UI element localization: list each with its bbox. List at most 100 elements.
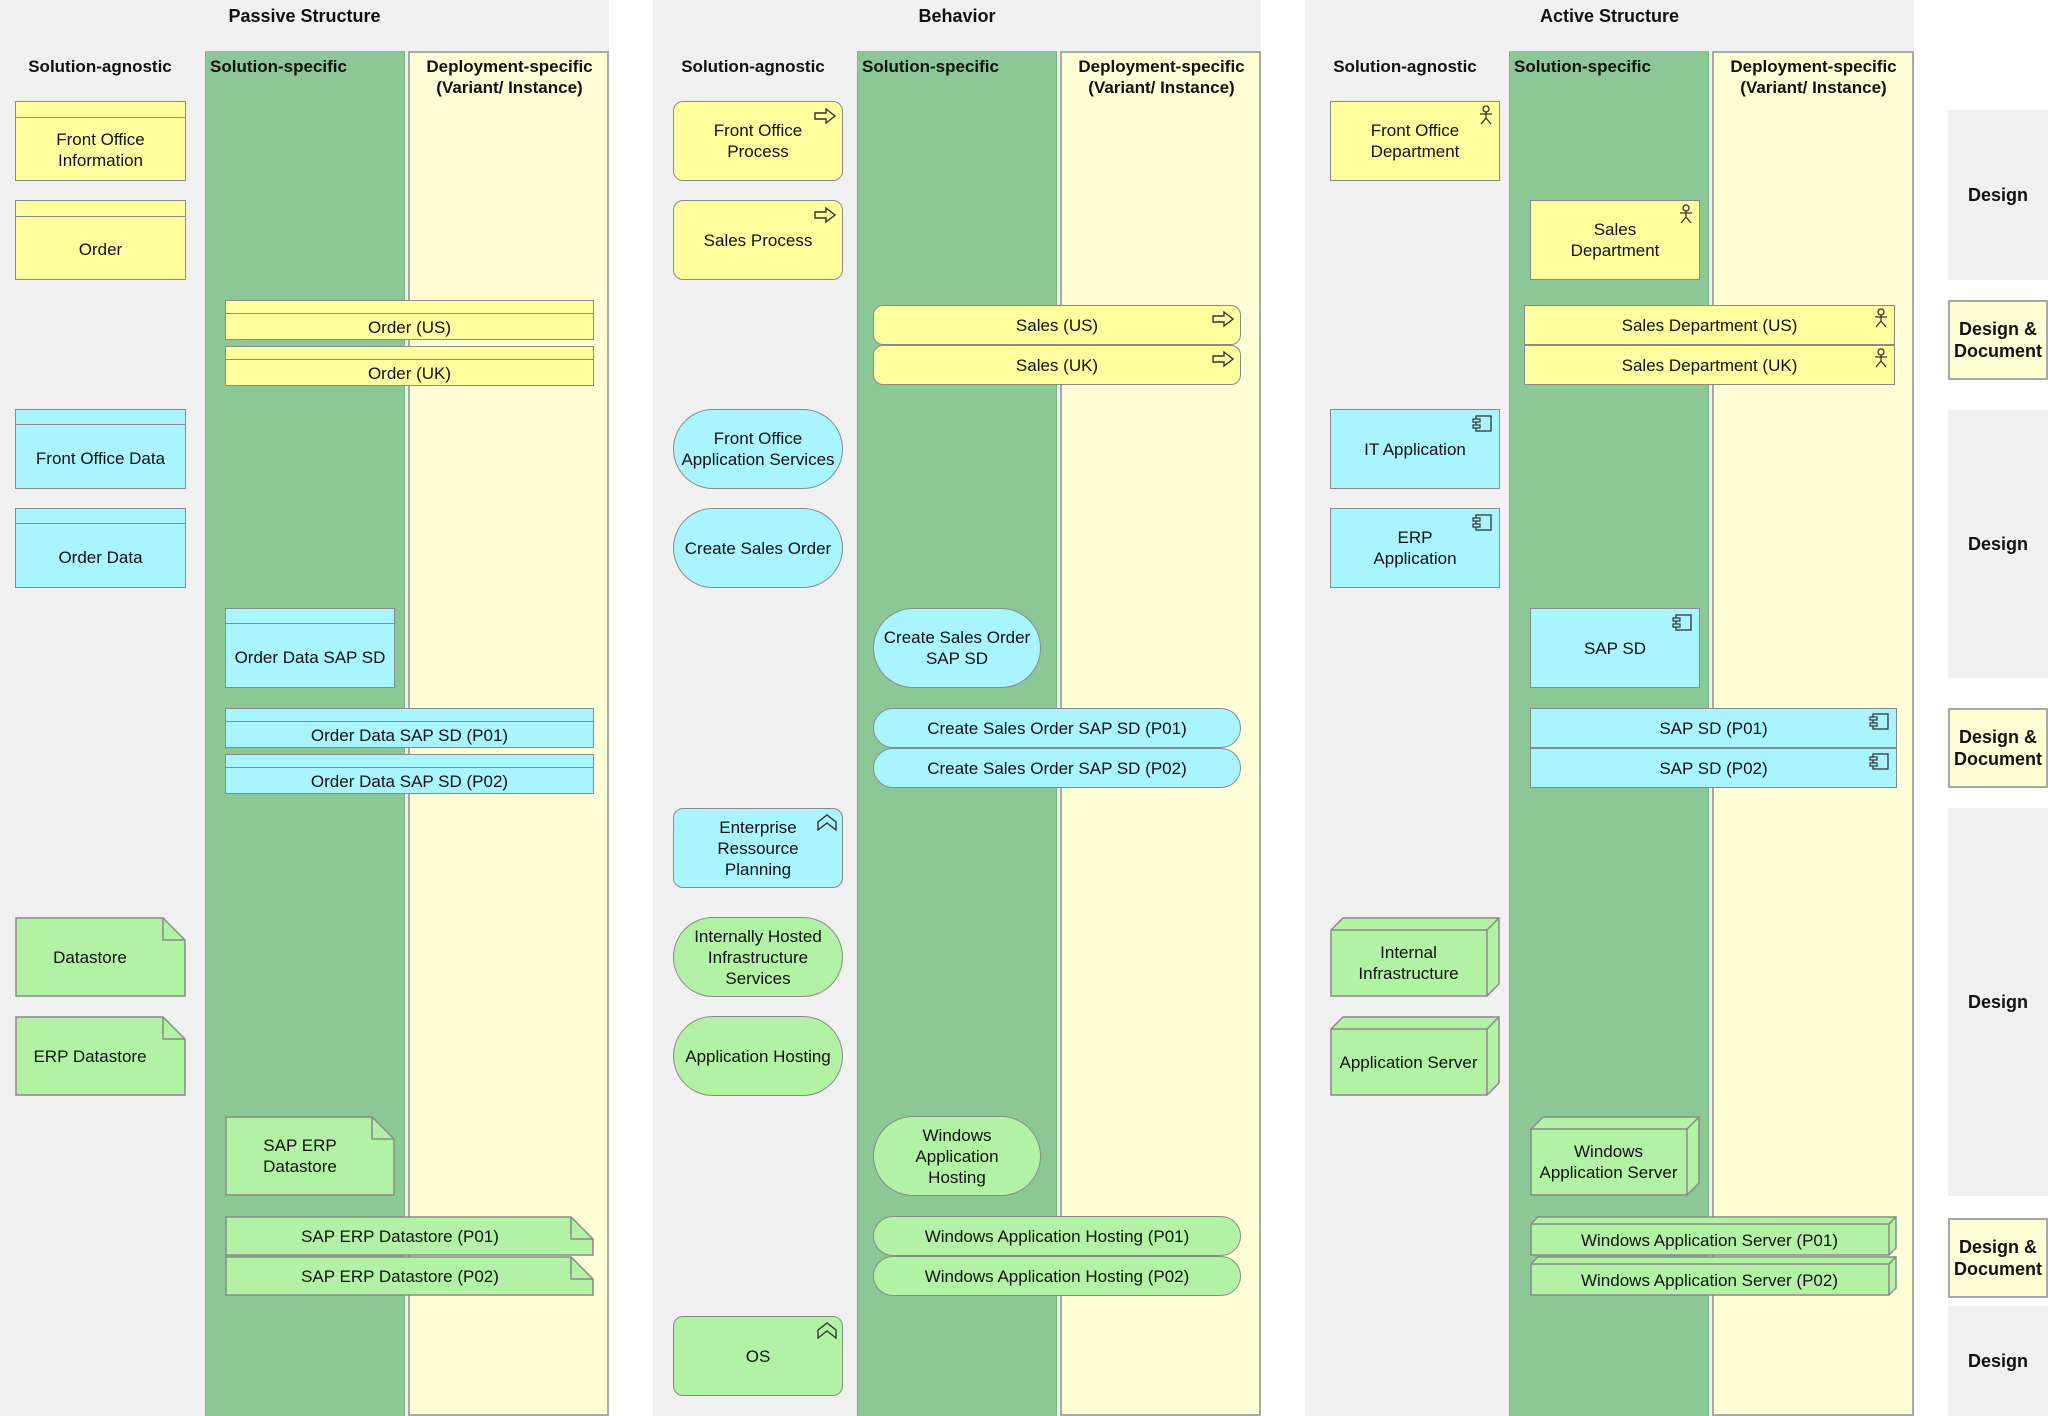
node-windows-app-server-p01[interactable]: Windows Application Server (P01) xyxy=(1530,1216,1897,1256)
element-label: Internally Hosted Infrastructure Service… xyxy=(694,926,822,988)
folded-corner-shape xyxy=(225,1256,594,1296)
business-actor-sales-department-us[interactable]: Sales Department (US) xyxy=(1524,305,1895,345)
element-label: Windows Application Hosting (P01) xyxy=(924,1226,1190,1246)
col-header-specific: Solution-specific xyxy=(862,57,999,76)
data-object-front-office-data[interactable]: Front Office Data xyxy=(15,409,186,489)
chevron-up-icon xyxy=(817,814,837,832)
business-object-order-uk[interactable]: Order (UK) xyxy=(225,346,594,386)
element-label: Order Data SAP SD xyxy=(234,647,386,667)
artifact-sap-erp-datastore[interactable]: SAP ERP Datastore xyxy=(225,1116,395,1196)
app-component-sap-sd[interactable]: SAP SD xyxy=(1530,608,1700,688)
app-service-create-sales-order[interactable]: Create Sales Order xyxy=(673,508,843,588)
tech-service-windows-app-hosting[interactable]: Windows Application Hosting xyxy=(873,1116,1041,1196)
chevron-up-icon xyxy=(817,1322,837,1340)
tech-service-windows-app-hosting-p01[interactable]: Windows Application Hosting (P01) xyxy=(873,1216,1241,1256)
col-header-deployment: Deployment-specific (Variant/ Instance) xyxy=(426,57,593,97)
business-actor-sales-department-uk[interactable]: Sales Department (UK) xyxy=(1524,345,1895,385)
app-service-front-office[interactable]: Front Office Application Services xyxy=(673,409,843,489)
element-label: ERP Datastore xyxy=(33,1046,147,1066)
element-label: Order (UK) xyxy=(367,363,452,383)
data-object-order-data[interactable]: Order Data xyxy=(15,508,186,588)
element-label: Sales Department (UK) xyxy=(1621,355,1798,375)
3d-box-shape xyxy=(1530,1256,1897,1296)
actor-icon xyxy=(1875,348,1887,368)
artifact-sap-erp-datastore-p02[interactable]: SAP ERP Datastore (P02) xyxy=(225,1256,594,1296)
section-title-active: Active Structure xyxy=(1539,6,1680,26)
object-header-line xyxy=(16,424,185,425)
element-label: Enterprise Ressource Planning xyxy=(717,817,799,879)
data-object-order-data-p02[interactable]: Order Data SAP SD (P02) xyxy=(225,754,594,794)
business-process-front-office[interactable]: Front Office Process xyxy=(673,101,843,181)
business-actor-front-office-department[interactable]: Front Office Department xyxy=(1330,101,1500,181)
actor-icon xyxy=(1875,308,1887,328)
artifact-sap-erp-datastore-p01[interactable]: SAP ERP Datastore (P01) xyxy=(225,1216,594,1256)
business-process-sales[interactable]: Sales Process xyxy=(673,200,843,280)
element-label: Front Office Application Services xyxy=(681,429,835,469)
row-label-design: Design xyxy=(1948,110,2048,280)
folded-corner-shape xyxy=(15,917,186,997)
3d-box-shape xyxy=(1530,1216,1897,1256)
element-label: SAP SD (P02) xyxy=(1659,758,1768,778)
tech-service-windows-app-hosting-p02[interactable]: Windows Application Hosting (P02) xyxy=(873,1256,1241,1296)
element-label: Sales Department (US) xyxy=(1621,315,1798,335)
artifact-datastore[interactable]: Datastore xyxy=(15,917,186,997)
component-icon xyxy=(1672,614,1692,631)
component-icon xyxy=(1869,753,1889,770)
node-windows-app-server[interactable]: Windows Application Server xyxy=(1530,1116,1700,1196)
arrow-right-icon xyxy=(1212,310,1234,328)
element-label: Sales Department xyxy=(1570,220,1660,260)
node-windows-app-server-p02[interactable]: Windows Application Server (P02) xyxy=(1530,1256,1897,1296)
folded-corner-shape xyxy=(225,1216,594,1256)
business-object-front-office-information[interactable]: Front Office Information xyxy=(15,101,186,181)
business-process-sales-us[interactable]: Sales (US) xyxy=(873,305,1241,345)
element-label: IT Application xyxy=(1364,439,1466,459)
element-label: SAP ERP Datastore (P02) xyxy=(301,1266,499,1286)
app-component-erp-application[interactable]: ERP Application xyxy=(1330,508,1500,588)
3d-box-shape xyxy=(1530,1116,1700,1196)
business-object-order-us[interactable]: Order (US) xyxy=(225,300,594,340)
node-internal-infrastructure[interactable]: Internal Infrastructure xyxy=(1330,917,1500,997)
app-component-sap-sd-p01[interactable]: SAP SD (P01) xyxy=(1530,708,1897,748)
business-process-sales-uk[interactable]: Sales (UK) xyxy=(873,345,1241,385)
row-label-design-document: Design & Document xyxy=(1948,1218,2048,1298)
element-label: Front Office Process xyxy=(713,121,803,161)
actor-icon xyxy=(1680,204,1692,224)
node-application-server[interactable]: Application Server xyxy=(1330,1016,1500,1096)
artifact-erp-datastore[interactable]: ERP Datastore xyxy=(15,1016,186,1096)
app-component-sap-sd-p02[interactable]: SAP SD (P02) xyxy=(1530,748,1897,788)
element-label: Create Sales Order xyxy=(684,538,832,558)
app-component-it-application[interactable]: IT Application xyxy=(1330,409,1500,489)
object-header-line xyxy=(16,117,185,118)
object-header-line xyxy=(16,523,185,524)
app-service-create-sales-order-sap-sd[interactable]: Create Sales Order SAP SD xyxy=(873,608,1041,688)
row-label-design: Design xyxy=(1948,808,2048,1196)
folded-corner-shape xyxy=(225,1116,395,1196)
row-label-design-document: Design & Document xyxy=(1948,300,2048,380)
tech-function-os[interactable]: OS xyxy=(673,1316,843,1396)
element-label: Application Server xyxy=(1339,1052,1478,1072)
business-object-order[interactable]: Order xyxy=(15,200,186,280)
row-label-design: Design xyxy=(1948,410,2048,678)
element-label: Windows Application Server (P01) xyxy=(1580,1230,1838,1250)
tech-service-internally-hosted[interactable]: Internally Hosted Infrastructure Service… xyxy=(673,917,843,997)
data-object-order-data-p01[interactable]: Order Data SAP SD (P01) xyxy=(225,708,594,748)
data-object-order-data-sap-sd[interactable]: Order Data SAP SD xyxy=(225,608,395,688)
col-header-deployment: Deployment-specific (Variant/ Instance) xyxy=(1730,57,1897,97)
object-header-line xyxy=(226,623,394,624)
col-header-agnostic: Solution-agnostic xyxy=(28,57,172,76)
3d-box-shape xyxy=(1330,917,1500,997)
element-label: ERP Application xyxy=(1373,528,1457,568)
object-header-line xyxy=(226,359,593,360)
tech-service-application-hosting[interactable]: Application Hosting xyxy=(673,1016,843,1096)
actor-icon xyxy=(1480,105,1492,125)
app-function-erp[interactable]: Enterprise Ressource Planning xyxy=(673,808,843,888)
element-label: Create Sales Order SAP SD (P02) xyxy=(927,758,1187,778)
element-label: Order Data xyxy=(58,547,143,567)
component-icon xyxy=(1472,415,1492,432)
element-label: Sales (UK) xyxy=(1015,355,1099,375)
element-label: Order (US) xyxy=(367,317,452,337)
business-actor-sales-department[interactable]: Sales Department xyxy=(1530,200,1700,280)
app-service-create-sales-order-p02[interactable]: Create Sales Order SAP SD (P02) xyxy=(873,748,1241,788)
element-label: Datastore xyxy=(53,947,127,967)
app-service-create-sales-order-p01[interactable]: Create Sales Order SAP SD (P01) xyxy=(873,708,1241,748)
